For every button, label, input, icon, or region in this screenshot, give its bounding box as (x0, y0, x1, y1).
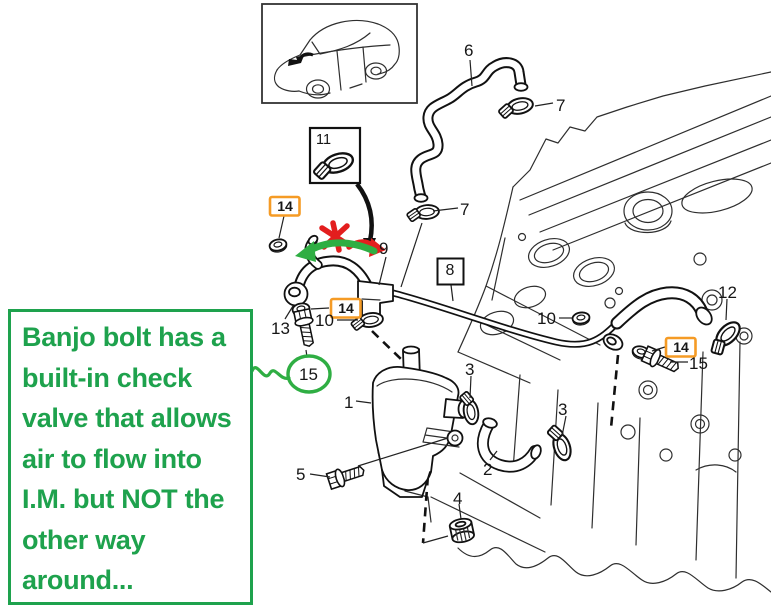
note-line-4: air to flow into (22, 443, 202, 474)
oil-trap-canister (371, 345, 471, 498)
callout-3b: 3 (558, 400, 568, 419)
bolt-5-icon (325, 460, 368, 491)
callout-3a: 3 (465, 360, 475, 379)
car-inset (261, 3, 418, 104)
note-line-5: I.M. but NOT the (22, 484, 225, 514)
location-arrow-icon (288, 52, 314, 66)
callout-7b: 7 (460, 200, 470, 219)
callout-7a: 7 (556, 96, 566, 115)
callout-12: 12 (718, 283, 737, 302)
grommet-4-icon (448, 517, 475, 544)
callout-13: 13 (271, 319, 290, 338)
callout-11: 11 (316, 132, 332, 148)
car-icon (273, 19, 400, 99)
tee-fitting (357, 280, 394, 317)
callout-9: 9 (379, 239, 389, 258)
note-line-2: built-in check (22, 362, 192, 393)
green-circle-highlight (286, 354, 332, 394)
hose-2 (476, 417, 542, 473)
clamp-7b-icon (404, 203, 441, 224)
green-squiggle-connector (250, 366, 291, 380)
callout-box-8 (436, 257, 465, 286)
leader-lines (278, 59, 728, 520)
callout-10a: 10 (315, 311, 334, 330)
banjo-fitting-right (602, 333, 624, 351)
banjo-eye-13 (283, 281, 309, 307)
clamp-3b-icon (544, 421, 575, 465)
note-line-7: around... (22, 565, 134, 595)
pipe-8 (392, 289, 620, 348)
orange-highlight-boxes (268, 195, 697, 358)
note-line-6: other way (22, 524, 146, 555)
grommet-position-line (422, 535, 449, 544)
engine-line-art (377, 71, 771, 593)
callout-10b: 10 (537, 309, 556, 328)
callout-15b: 15 (689, 354, 708, 373)
washer-10b-icon (570, 310, 592, 328)
hose-6 (410, 57, 529, 203)
washer-14a-icon (267, 236, 289, 255)
green-arrow-icon (295, 239, 378, 262)
callout-2: 2 (483, 460, 493, 479)
clamp-7a-icon (495, 94, 536, 121)
annotation-note-box: Banjo bolt has a built-in check valve th… (8, 309, 253, 605)
callout-14a: 14 (277, 198, 293, 214)
callout-4: 4 (453, 489, 463, 508)
callout-1: 1 (344, 393, 354, 412)
callout-15a: 15 (299, 365, 318, 384)
callout-14b: 14 (338, 300, 354, 316)
note-line-1: Banjo bolt has a (22, 322, 226, 352)
callout-8: 8 (445, 262, 455, 279)
callout-box-11 (308, 126, 362, 185)
callout-14c: 14 (673, 339, 689, 355)
dashed-line-canister-to-grommet (421, 460, 431, 544)
dashed-line-banjo-to-block (609, 354, 620, 429)
callout-6: 6 (464, 41, 474, 60)
clamp-7b-position-line (400, 222, 423, 288)
hose-8-end (610, 286, 713, 330)
callout-5: 5 (296, 465, 306, 484)
note-line-3: valve that allows (22, 403, 232, 433)
dashed-line-tee-to-canister (371, 330, 405, 363)
